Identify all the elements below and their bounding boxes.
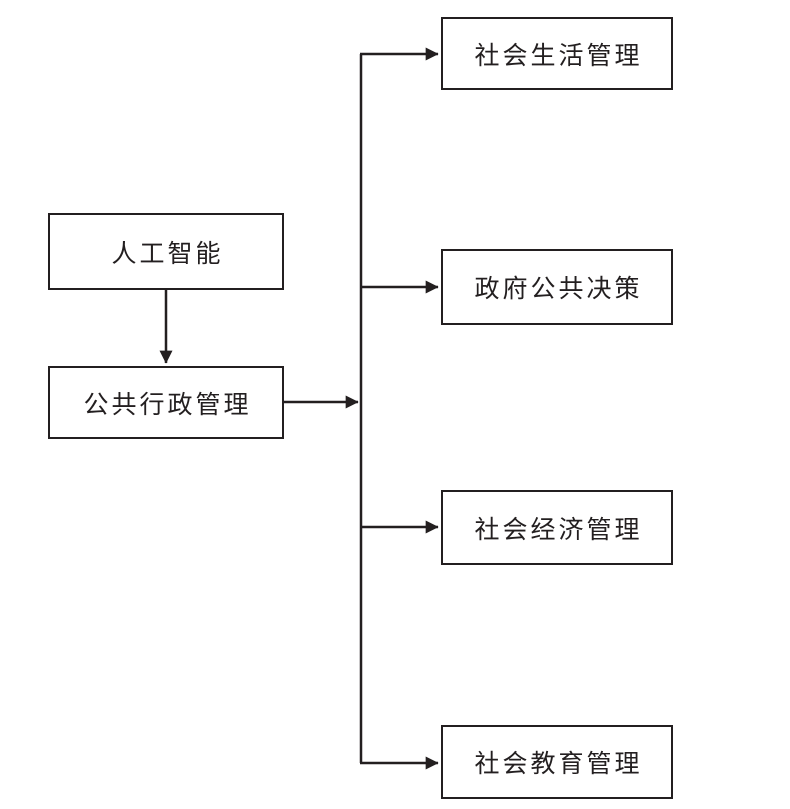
node-label: 社会教育管理 (474, 749, 643, 778)
node-label: 人工智能 (111, 238, 224, 268)
node-social-life-management: 社会生活管理 (441, 17, 673, 90)
node-social-education-management: 社会教育管理 (441, 725, 673, 799)
node-label: 社会生活管理 (474, 40, 643, 70)
node-government-public-decision: 政府公共决策 (441, 249, 673, 325)
node-public-administration: 公共行政管理 (48, 366, 284, 439)
node-label: 公共行政管理 (83, 389, 252, 419)
node-artificial-intelligence: 人工智能 (48, 213, 284, 290)
node-social-economy-management: 社会经济管理 (441, 490, 673, 565)
node-label: 社会经济管理 (474, 514, 643, 544)
node-label: 政府公共决策 (474, 274, 643, 303)
